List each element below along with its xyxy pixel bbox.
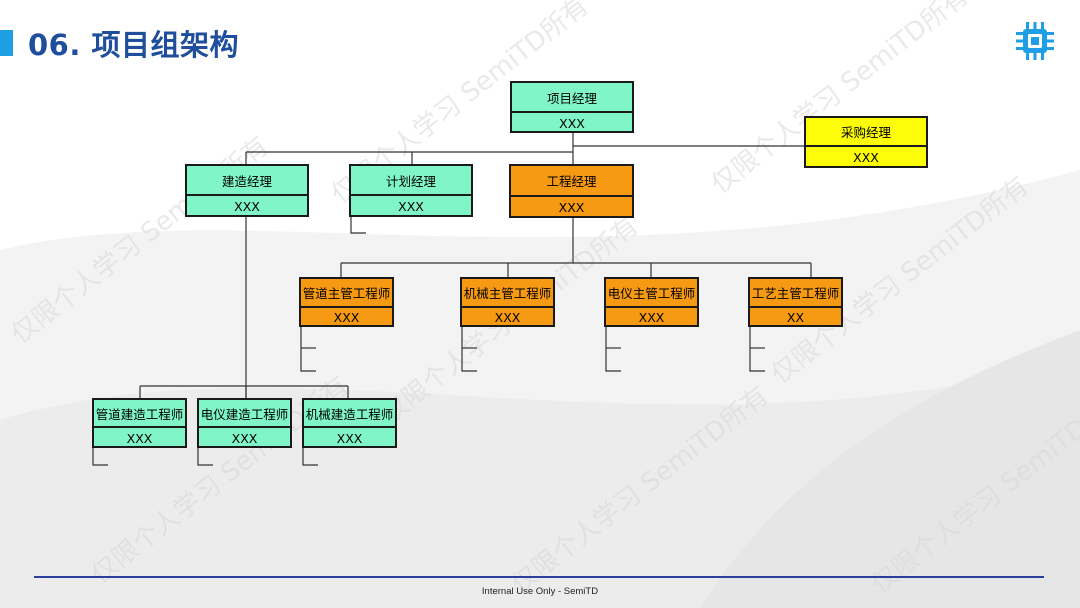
node-name: XXX bbox=[853, 150, 879, 165]
title-accent-bar bbox=[0, 30, 13, 56]
org-node-ei-construction-engineer: 电仪建造工程师 XXX bbox=[197, 398, 292, 448]
node-title: 采购经理 bbox=[806, 118, 926, 147]
node-name: XXX bbox=[638, 310, 665, 325]
org-node-mechanical-lead: 机械主管工程师 XXX bbox=[460, 277, 555, 327]
org-node-piping-construction-engineer: 管道建造工程师 XXX bbox=[92, 398, 187, 448]
org-node-procurement-manager: 采购经理 XXX bbox=[804, 116, 928, 168]
node-name: XX bbox=[786, 310, 805, 325]
org-node-mechanical-construction-engineer: 机械建造工程师 XXX bbox=[302, 398, 397, 448]
node-name: XXX bbox=[126, 430, 153, 446]
org-node-piping-lead: 管道主管工程师 XXX bbox=[299, 277, 394, 327]
org-node-ei-lead: 电仪主管工程师 XXX bbox=[604, 277, 699, 327]
org-node-engineering-manager: 工程经理 XXX bbox=[509, 164, 634, 218]
node-title: 电仪主管工程师 bbox=[606, 279, 697, 308]
node-title: 机械建造工程师 bbox=[304, 400, 395, 428]
org-node-project-manager: 项目经理 XXX bbox=[510, 81, 634, 133]
org-node-construction-manager: 建造经理 XXX bbox=[185, 164, 309, 217]
org-node-planning-manager: 计划经理 XXX bbox=[349, 164, 473, 217]
node-name: XXX bbox=[494, 310, 521, 325]
chip-icon bbox=[1016, 22, 1054, 60]
node-title: 机械主管工程师 bbox=[462, 279, 553, 308]
node-name: XXX bbox=[336, 430, 363, 446]
node-title: 电仪建造工程师 bbox=[199, 400, 290, 428]
node-title: 工程经理 bbox=[511, 166, 632, 197]
node-title: 建造经理 bbox=[187, 166, 307, 196]
footer-text: Internal Use Only - SemiTD bbox=[481, 586, 599, 597]
node-title: 管道建造工程师 bbox=[94, 400, 185, 428]
page-title: 06. 项目组架构 bbox=[28, 28, 239, 62]
footer-divider bbox=[34, 576, 1044, 578]
node-title: 管道主管工程师 bbox=[301, 279, 392, 308]
node-name: XXX bbox=[234, 199, 260, 214]
org-node-process-lead: 工艺主管工程师 XX bbox=[748, 277, 843, 327]
node-name: XXX bbox=[398, 199, 424, 214]
node-name: XXX bbox=[231, 430, 258, 446]
node-name: XXX bbox=[559, 115, 585, 131]
node-title: 计划经理 bbox=[351, 166, 471, 196]
node-name: XXX bbox=[558, 200, 585, 215]
node-title: 项目经理 bbox=[512, 83, 632, 113]
node-title: 工艺主管工程师 bbox=[750, 279, 841, 308]
node-name: XXX bbox=[333, 310, 360, 325]
